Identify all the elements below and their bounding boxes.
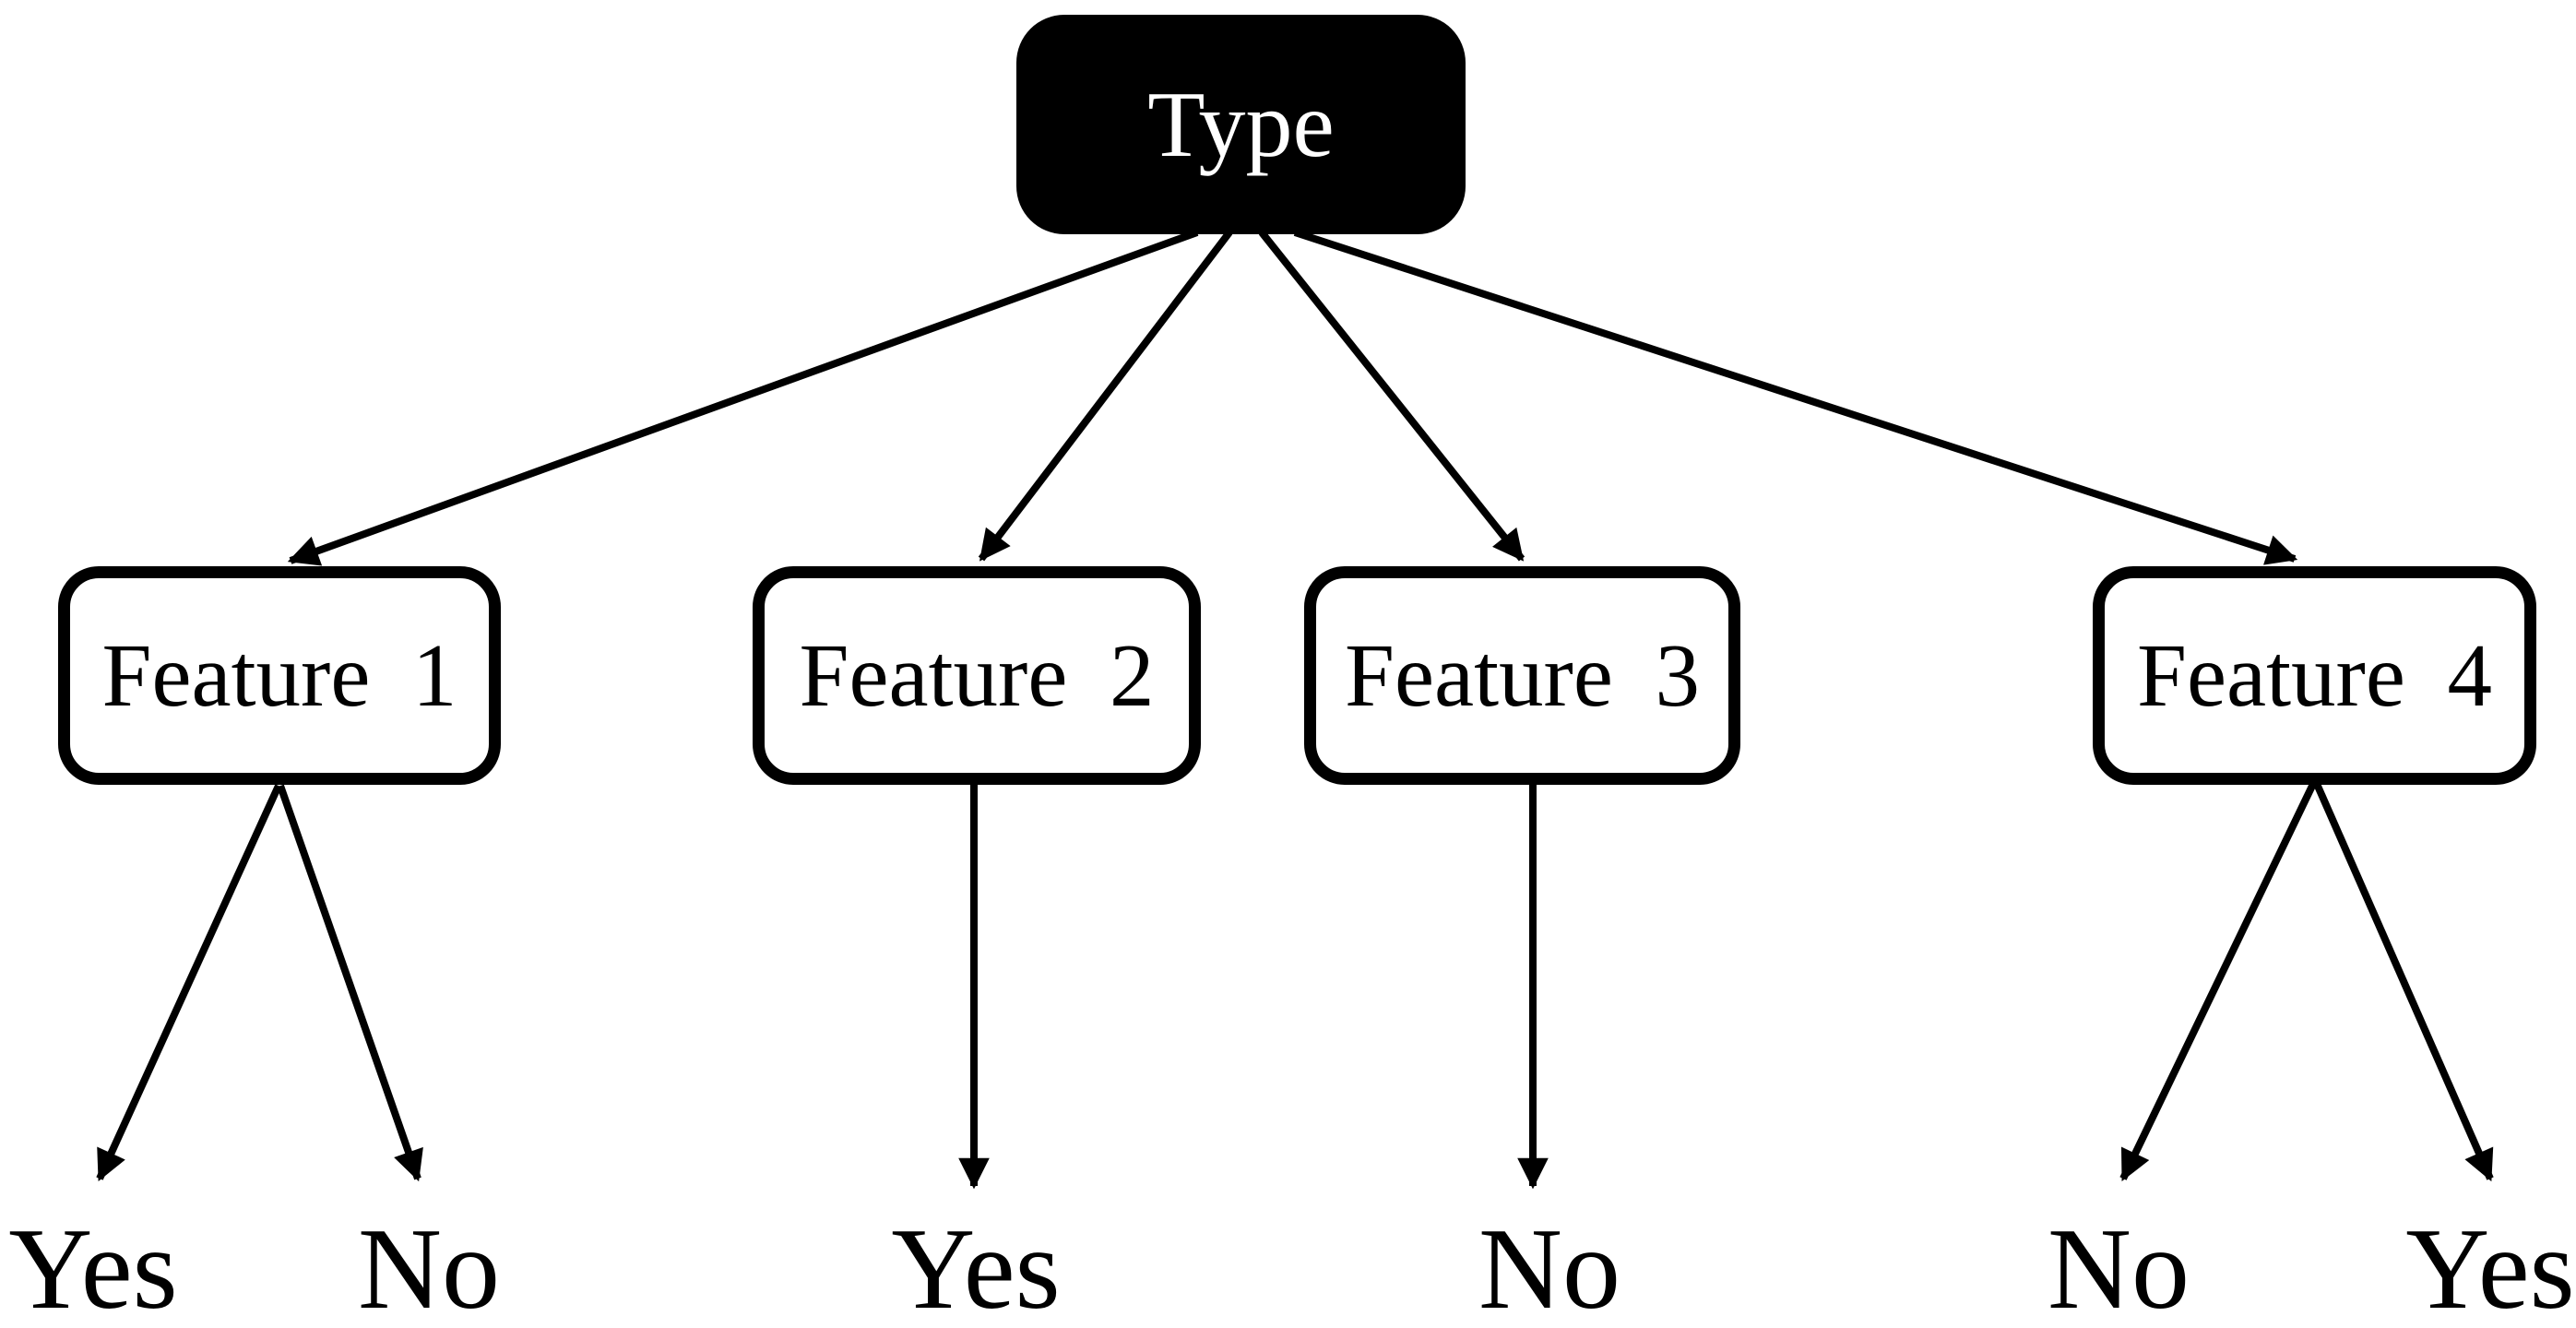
leaf-feature4-no: No bbox=[2048, 1205, 2190, 1328]
leaf-feature1-no: No bbox=[358, 1205, 500, 1328]
leaf-feature2-yes: Yes bbox=[891, 1205, 1061, 1328]
node-feature-1: Feature 1 bbox=[58, 566, 501, 785]
node-feature-3: Feature 3 bbox=[1304, 566, 1740, 785]
edge-type-feature4 bbox=[1293, 229, 2298, 565]
edge-feature4-yes bbox=[2313, 782, 2494, 1182]
node-feature-4-label: Feature 4 bbox=[2137, 626, 2492, 725]
node-feature-4: Feature 4 bbox=[2093, 566, 2536, 785]
leaf-feature3-no: No bbox=[1478, 1205, 1620, 1328]
node-feature-2: Feature 2 bbox=[753, 566, 1201, 785]
edge-type-feature3 bbox=[1258, 230, 1525, 562]
node-feature-3-label: Feature 3 bbox=[1345, 626, 1700, 725]
edge-type-feature2 bbox=[978, 230, 1233, 562]
edge-feature1-no bbox=[277, 784, 423, 1182]
node-feature-2-label: Feature 2 bbox=[799, 626, 1155, 725]
node-type-label: Type bbox=[1147, 72, 1335, 177]
edge-feature4-no bbox=[2119, 782, 2317, 1182]
leaf-feature1-yes: Yes bbox=[8, 1205, 178, 1328]
edge-type-feature1 bbox=[287, 229, 1199, 566]
edge-feature1-yes bbox=[96, 784, 282, 1182]
node-feature-1-label: Feature 1 bbox=[101, 626, 457, 725]
node-type: Type bbox=[1016, 15, 1466, 234]
leaf-feature4-yes: Yes bbox=[2405, 1205, 2575, 1328]
